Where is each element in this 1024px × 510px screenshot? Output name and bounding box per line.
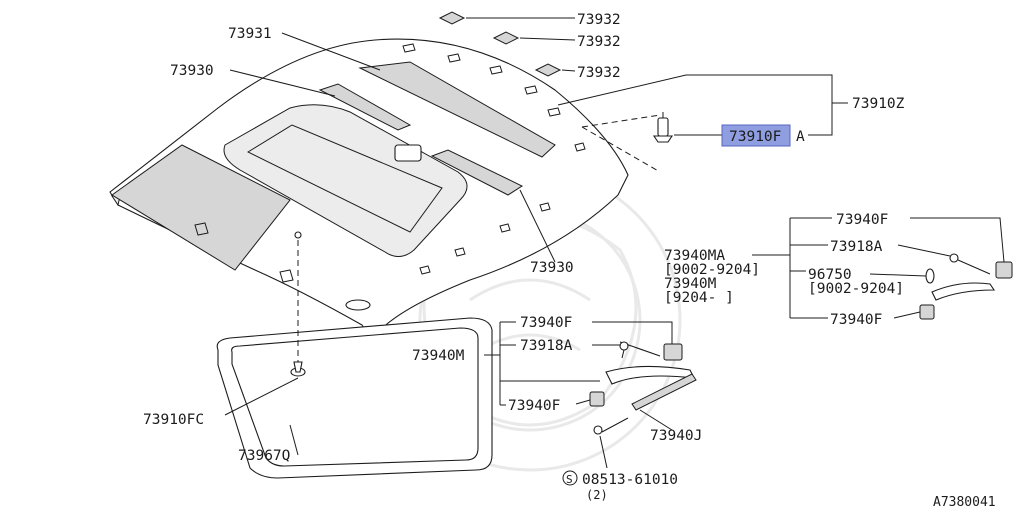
label-b-cover-lower[interactable]: 73940F xyxy=(508,398,560,414)
label-a-clip[interactable]: 96750 xyxy=(808,267,852,283)
label-headlining-suffix: A xyxy=(796,129,805,145)
label-screw-qty: (2) xyxy=(586,488,608,502)
label-sunroof-weatherstrip[interactable]: 73967Q xyxy=(238,448,290,464)
highlight-box[interactable] xyxy=(721,124,791,147)
label-b-cover-upper[interactable]: 73940F xyxy=(520,315,572,331)
leader-lines xyxy=(224,17,1005,469)
label-headlining-assy[interactable]: 73910Z xyxy=(852,96,905,112)
label-a-clip-range: [9002-9204] xyxy=(808,281,904,297)
label-a-cover-lower[interactable]: 73940F xyxy=(830,312,882,328)
figure-code: A7380041 xyxy=(933,495,996,510)
label-a-range-2: [9204- ] xyxy=(664,290,734,306)
pad-2-shape xyxy=(492,31,520,45)
headlining-panel xyxy=(109,38,629,342)
clip-dash-line-1 xyxy=(581,126,661,173)
label-assist-grip-clip[interactable]: 73910F xyxy=(729,129,781,145)
label-pad-2[interactable]: 73932 xyxy=(577,34,621,50)
grip-set-a-parts xyxy=(919,253,1013,320)
grip-set-b-parts xyxy=(589,341,697,435)
label-reinforcement-front[interactable]: 73931 xyxy=(228,26,272,42)
label-reinforcement-lower[interactable]: 73930 xyxy=(530,260,574,276)
label-screw-part[interactable]: 08513-61010 xyxy=(582,472,678,488)
callout-labels: 73932 73932 73932 73931 73930 73910Z 739… xyxy=(143,12,996,510)
label-a-cover-upper[interactable]: 73940F xyxy=(836,212,888,228)
label-a-code-ma[interactable]: 73940MA xyxy=(664,248,725,264)
label-b-code-m[interactable]: 73940M xyxy=(412,348,465,364)
label-a-code-m[interactable]: 73940M xyxy=(664,276,717,292)
assist-grip-clip-shape xyxy=(652,112,674,143)
pads xyxy=(438,11,562,77)
pad-3-shape xyxy=(534,63,562,77)
label-pad-1[interactable]: 73932 xyxy=(577,12,621,28)
screw-symbol-circle xyxy=(562,470,578,486)
pad-1-shape xyxy=(438,11,466,25)
label-reinforcement-rear[interactable]: 73930 xyxy=(170,63,214,79)
label-a-range-1: [9002-9204] xyxy=(664,262,760,278)
screw-symbol: S xyxy=(566,473,573,486)
label-clip-fc[interactable]: 73910FC xyxy=(143,412,204,428)
label-pad-3[interactable]: 73932 xyxy=(577,65,621,81)
clip-dash-line-2 xyxy=(581,114,661,128)
clip-fc-shape xyxy=(290,361,306,377)
label-b-screw[interactable]: 73918A xyxy=(520,338,573,354)
label-b-grip-bar[interactable]: 73940J xyxy=(650,428,702,444)
label-a-screw[interactable]: 73918A xyxy=(830,239,883,255)
sunroof-weatherstrip xyxy=(216,317,493,479)
